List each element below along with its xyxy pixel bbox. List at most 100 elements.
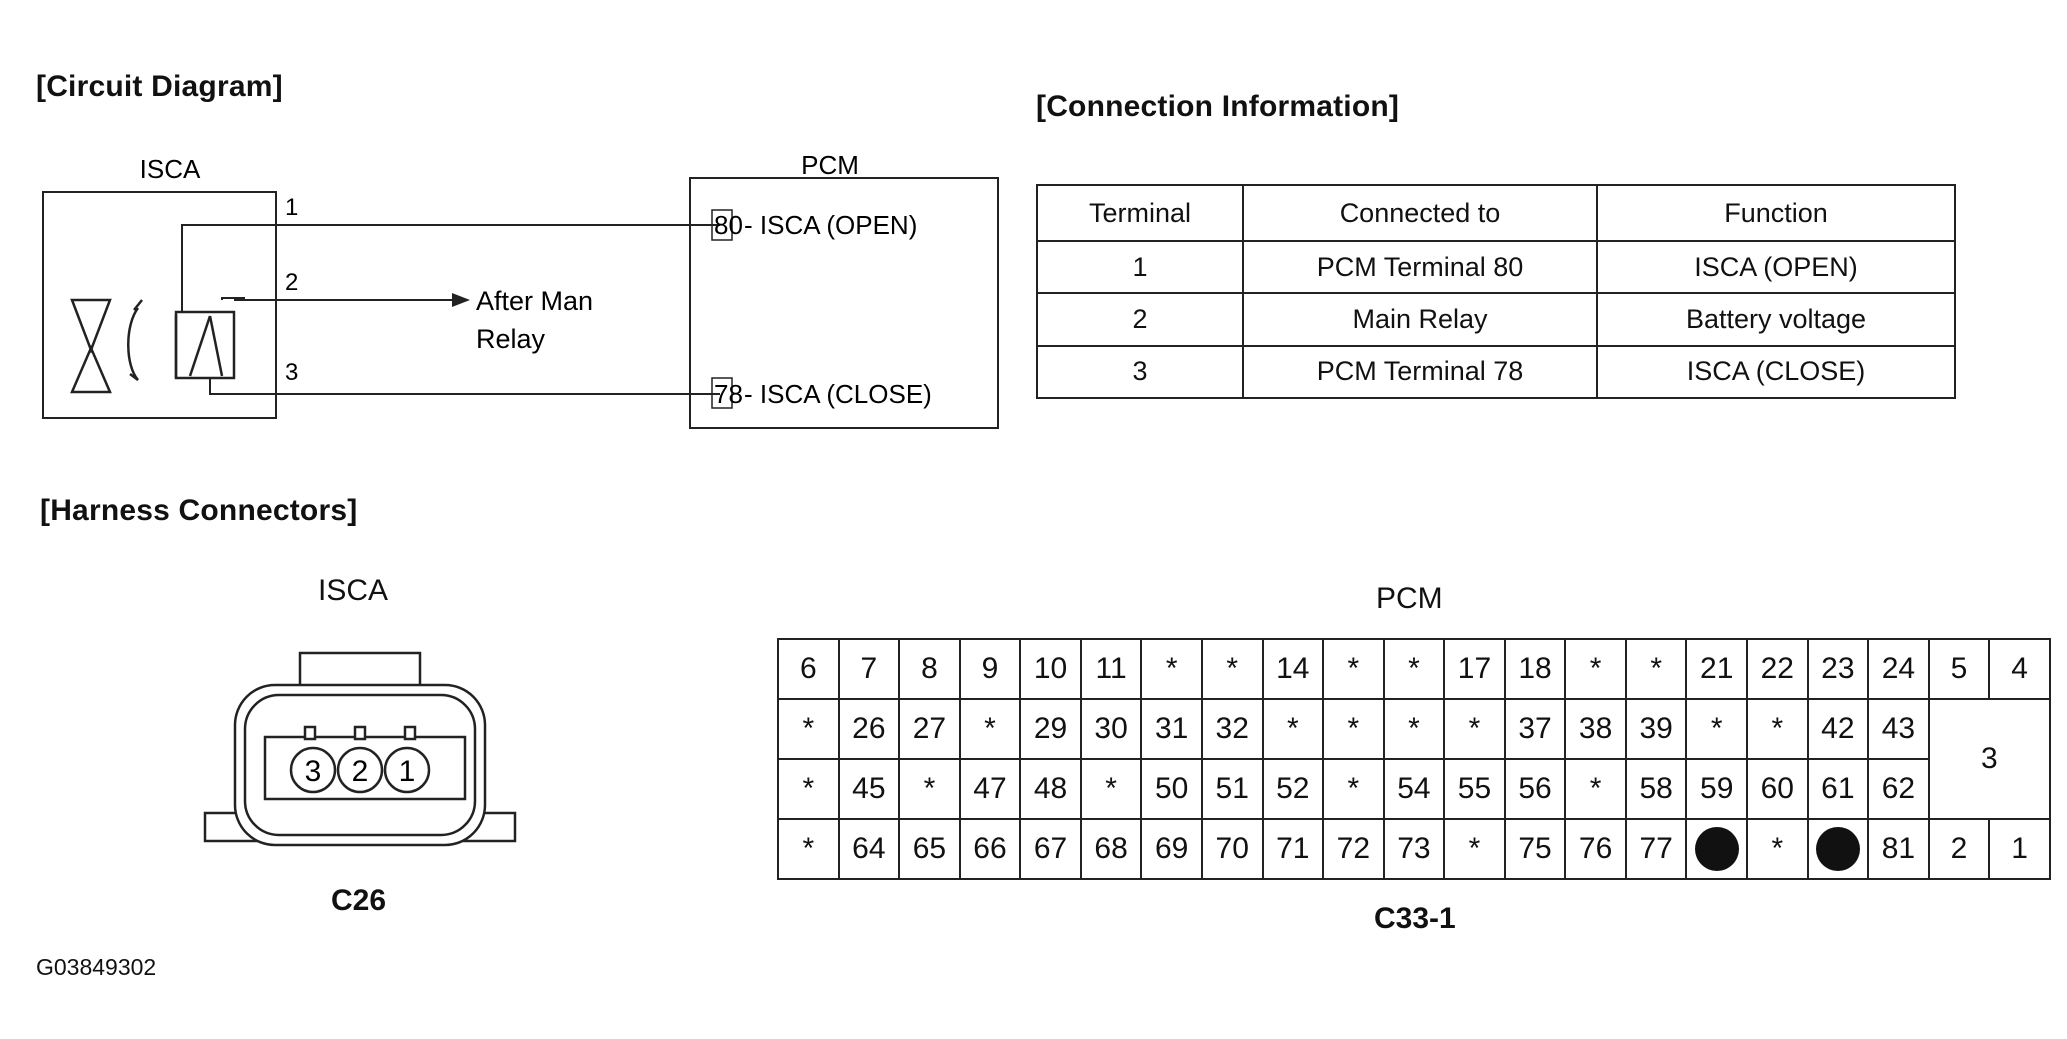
table-header-row: Terminal Connected to Function xyxy=(1036,184,1956,242)
connection-information-heading: [Connection Information] xyxy=(1036,90,1400,123)
pcm-pin-cell: 24 xyxy=(1867,638,1930,700)
isca-pin-label: 2 xyxy=(352,755,369,788)
pcm-pin-cell: 77 xyxy=(1624,818,1688,880)
pcm-pin-cell: 11 xyxy=(1079,638,1143,700)
arrow-head xyxy=(452,293,470,307)
isca-pin-1: 1 xyxy=(285,194,298,221)
pcm-pin-cell: 52 xyxy=(1261,758,1325,820)
pcm-pin-cell: * xyxy=(1443,698,1506,760)
pcm-terminal-78-label: - ISCA (CLOSE) xyxy=(744,379,932,409)
pcm-pin-cell: 81 xyxy=(1867,818,1930,880)
pcm-pin-cell: * xyxy=(1685,698,1748,760)
pcm-connector-code: C33-1 xyxy=(1374,902,1456,935)
table-cell: ISCA (CLOSE) xyxy=(1596,344,1956,400)
pcm-pin-cell: 50 xyxy=(1140,758,1203,820)
isca-pin-label: 1 xyxy=(399,755,416,788)
table-row: 1 PCM Terminal 80 ISCA (OPEN) xyxy=(1036,239,1956,295)
pcm-pin-cell: 72 xyxy=(1322,818,1385,880)
figure-id: G03849302 xyxy=(36,954,157,980)
pcm-pin-cell: 38 xyxy=(1564,698,1627,760)
pcm-pin-cell: 3 xyxy=(1927,698,2052,820)
pcm-pin-cell: 58 xyxy=(1624,758,1688,820)
pcm-pin-cell: * xyxy=(777,698,840,760)
pcm-pin-cell: 65 xyxy=(898,818,961,880)
header-connected-to: Connected to xyxy=(1242,184,1598,242)
pcm-pin-cell: 22 xyxy=(1746,638,1809,700)
isca-box xyxy=(42,191,277,419)
pcm-pin-cell: * xyxy=(958,698,1022,760)
pcm-pin-cell: 68 xyxy=(1079,818,1143,880)
pcm-pin-cell: 8 xyxy=(898,638,961,700)
circuit-diagram: ISCA 1 2 3 After Man Relay PCM 80 - ISCA… xyxy=(42,150,999,429)
pcm-pin-cell xyxy=(1806,818,1870,880)
pcm-pin-cell: * xyxy=(1322,758,1385,820)
pcm-pin-cell: 18 xyxy=(1503,638,1567,700)
pcm-pin-cell: 26 xyxy=(837,698,901,760)
pcm-pin-cell: 21 xyxy=(1685,638,1748,700)
pcm-pin-cell: 37 xyxy=(1503,698,1567,760)
pcm-pin-cell: 60 xyxy=(1746,758,1809,820)
pcm-pin-cell: 30 xyxy=(1079,698,1143,760)
pcm-pin-cell: 69 xyxy=(1140,818,1203,880)
wire-3 xyxy=(209,378,720,395)
pcm-pin-cell: * xyxy=(1382,638,1446,700)
pcm-pin-cell: 31 xyxy=(1140,698,1203,760)
pcm-pin-cell: 75 xyxy=(1503,818,1567,880)
isca-connector-code: C26 xyxy=(331,884,387,917)
pcm-pin-cell: 2 xyxy=(1927,818,1991,880)
pcm-pin-cell: * xyxy=(1746,818,1809,880)
pcm-pin-cell: 67 xyxy=(1019,818,1082,880)
pcm-pin-cell: 62 xyxy=(1867,758,1930,820)
isca-connector-title: ISCA xyxy=(318,574,389,607)
pcm-pin-cell: 51 xyxy=(1200,758,1264,820)
table-cell: PCM Terminal 80 xyxy=(1242,239,1598,295)
table-cell: Battery voltage xyxy=(1596,292,1956,347)
coil-icon xyxy=(174,310,236,380)
header-function: Function xyxy=(1596,184,1956,242)
pcm-pin-cell: 76 xyxy=(1564,818,1627,880)
pcm-pin-cell: 71 xyxy=(1261,818,1325,880)
pcm-pin-cell: 48 xyxy=(1019,758,1082,820)
pcm-pin-cell: 66 xyxy=(958,818,1022,880)
pcm-pin-cell: * xyxy=(1140,638,1203,700)
pcm-pin-cell: * xyxy=(1200,638,1264,700)
pcm-pin-cell: 55 xyxy=(1443,758,1506,820)
pcm-pin-cell: 43 xyxy=(1867,698,1930,760)
pcm-pin-cell: 73 xyxy=(1382,818,1446,880)
table-cell: 3 xyxy=(1036,344,1244,400)
table-cell: 1 xyxy=(1036,239,1244,295)
wire-1 xyxy=(181,224,720,313)
isca-pin-2: 2 xyxy=(285,269,298,296)
table-cell: PCM Terminal 78 xyxy=(1242,344,1598,400)
pcm-pin-cell: 17 xyxy=(1443,638,1506,700)
pcm-pin-cell: 42 xyxy=(1806,698,1870,760)
pcm-pin-cell: 59 xyxy=(1685,758,1748,820)
pcm-pin-cell: 6 xyxy=(777,638,840,700)
pcm-pin-cell: 39 xyxy=(1624,698,1688,760)
pcm-pin-cell: * xyxy=(1746,698,1809,760)
pcm-pin-cell: * xyxy=(1322,698,1385,760)
after-main-relay-label-1: After Man xyxy=(476,286,593,316)
pcm-pin-cell: 45 xyxy=(837,758,901,820)
table-cell: 2 xyxy=(1036,292,1244,347)
pcm-box xyxy=(689,177,999,429)
pcm-pin-cell: * xyxy=(777,818,840,880)
table-cell: ISCA (OPEN) xyxy=(1596,239,1956,295)
table-cell: Main Relay xyxy=(1242,292,1598,347)
connection-table: Terminal Connected to Function 1 PCM Ter… xyxy=(1036,184,1956,400)
table-row: 3 PCM Terminal 78 ISCA (CLOSE) xyxy=(1036,344,1956,400)
isca-pin-3: 3 xyxy=(285,359,298,386)
pcm-terminal-80: 80 xyxy=(714,210,743,240)
pcm-box-label: PCM xyxy=(801,150,859,180)
pcm-pin-cell: 54 xyxy=(1382,758,1446,820)
isca-box-label: ISCA xyxy=(140,154,201,184)
pcm-pin-cell: * xyxy=(1382,698,1446,760)
after-main-relay-label-2: Relay xyxy=(476,324,546,354)
pcm-pin-cell xyxy=(1685,818,1748,880)
table-row: 2 Main Relay Battery voltage xyxy=(1036,292,1956,347)
pcm-pin-cell: 23 xyxy=(1806,638,1870,700)
